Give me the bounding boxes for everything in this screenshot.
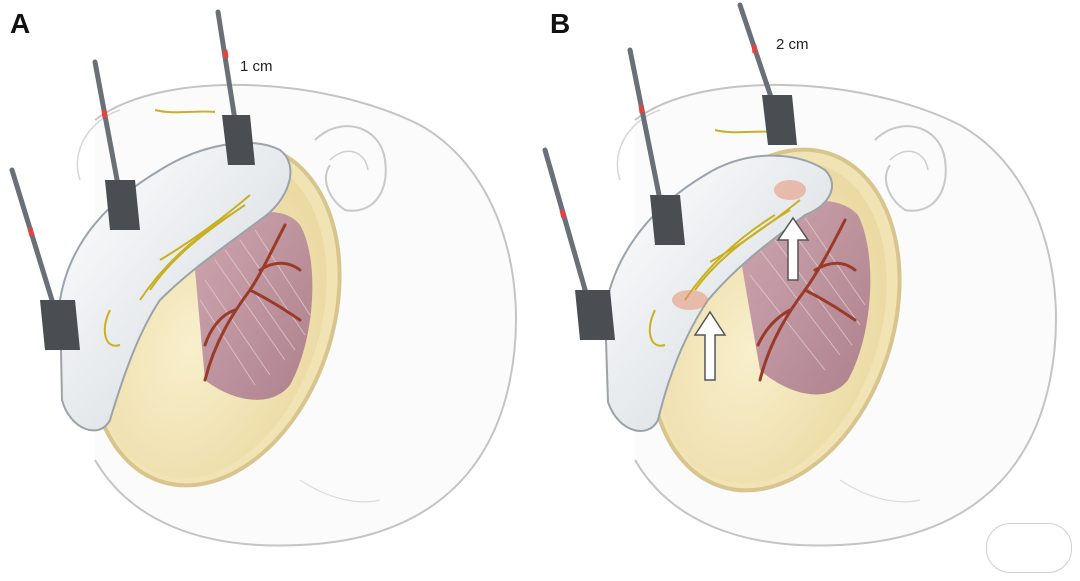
superficial-temporal-artery xyxy=(203,223,302,382)
illustration-b xyxy=(542,2,1057,547)
facial-nerve-branches xyxy=(103,109,251,347)
panel-b: B 2 cm xyxy=(540,0,1080,581)
measurement-label: 2 cm xyxy=(776,36,809,53)
panel-label: A xyxy=(10,8,31,39)
superficial-temporal-artery xyxy=(756,218,857,382)
retractor-hooks xyxy=(40,115,255,350)
ear xyxy=(314,125,387,212)
muscle-fibers xyxy=(199,229,311,386)
traction-arrows xyxy=(693,216,810,381)
temporalis-muscle xyxy=(195,212,313,400)
illustration-a xyxy=(9,9,517,547)
retractor-hooks xyxy=(575,95,797,340)
measurement-label: 1 cm xyxy=(240,58,273,75)
retractor-rods xyxy=(9,9,238,313)
ear xyxy=(874,125,947,212)
panel-label: B xyxy=(550,8,571,39)
watermark-logo xyxy=(986,523,1072,573)
panel-a: A 1 cm xyxy=(9,8,517,547)
